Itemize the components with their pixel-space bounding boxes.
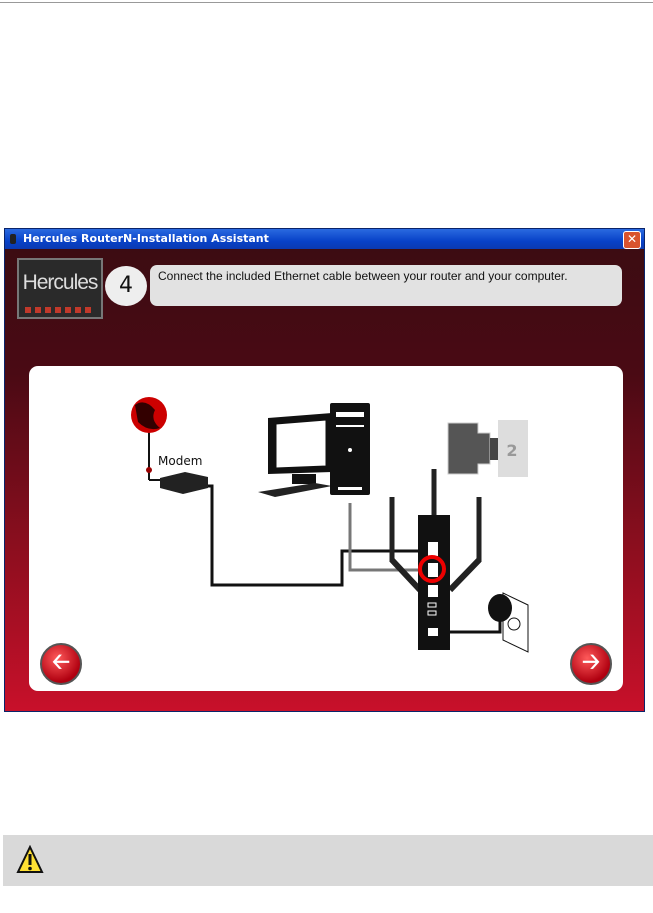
router-icon: [389, 469, 482, 650]
modem-icon: [160, 472, 208, 494]
logo-text: Hercules: [22, 271, 99, 294]
step-number: 4: [105, 266, 147, 306]
cables: [148, 432, 502, 634]
warning-icon: [16, 845, 44, 873]
hercules-logo: Hercules: [17, 258, 103, 319]
header-rule: [0, 2, 653, 3]
next-button[interactable]: 🡢: [570, 643, 612, 685]
warning-note: [3, 835, 653, 886]
highlight-circle: [418, 555, 446, 583]
computer-icon: [258, 403, 370, 497]
close-button[interactable]: ✕: [623, 231, 641, 249]
title-bar: Hercules RouterN-Installation Assistant …: [5, 229, 644, 249]
port-number: 2: [506, 441, 517, 460]
app-icon: [10, 234, 16, 244]
globe-icon: [131, 397, 167, 433]
back-button[interactable]: 🡠: [40, 643, 82, 685]
ethernet-port-icon: 2: [447, 420, 528, 477]
power-outlet-icon: [488, 592, 529, 653]
connection-dot: [146, 467, 152, 473]
modem-label: Modem: [158, 454, 202, 468]
instruction-box: Connect the included Ethernet cable betw…: [150, 265, 622, 306]
window-title: Hercules RouterN-Installation Assistant: [23, 232, 269, 245]
